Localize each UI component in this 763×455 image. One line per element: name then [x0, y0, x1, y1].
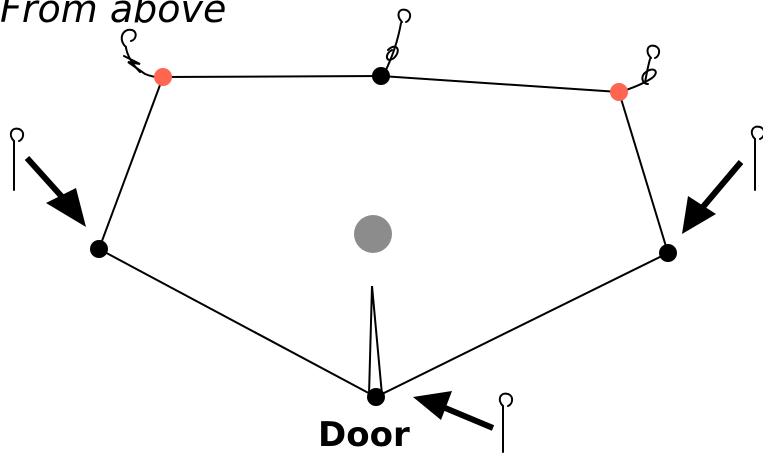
hook-icon — [750, 125, 763, 191]
enclosure-outline — [98, 75, 669, 398]
door-label: Door — [318, 415, 410, 455]
edge-left-upper — [98, 76, 164, 250]
node-right — [659, 244, 677, 262]
node-left — [90, 240, 108, 258]
hook-icon — [9, 127, 25, 191]
door-wedge — [368, 285, 383, 396]
arrow-icon — [24, 155, 86, 227]
arrow-icon — [413, 391, 495, 431]
edge-top-right — [380, 75, 620, 93]
node-center — [354, 215, 392, 253]
node-top-left — [154, 68, 172, 86]
hook-icon — [498, 392, 514, 453]
edge-right-lower — [375, 252, 669, 398]
arrow-icon — [682, 160, 744, 234]
node-door — [367, 388, 385, 406]
node-top-right — [610, 83, 628, 101]
node-top-center — [372, 67, 390, 85]
hook-icon — [120, 28, 164, 79]
edge-left-lower — [98, 248, 377, 398]
hook-icon — [383, 8, 412, 75]
hook-icon — [621, 44, 661, 93]
edge-right-upper — [618, 91, 669, 254]
diagram-title: From above — [0, 0, 226, 31]
edge-top-left — [162, 75, 382, 78]
